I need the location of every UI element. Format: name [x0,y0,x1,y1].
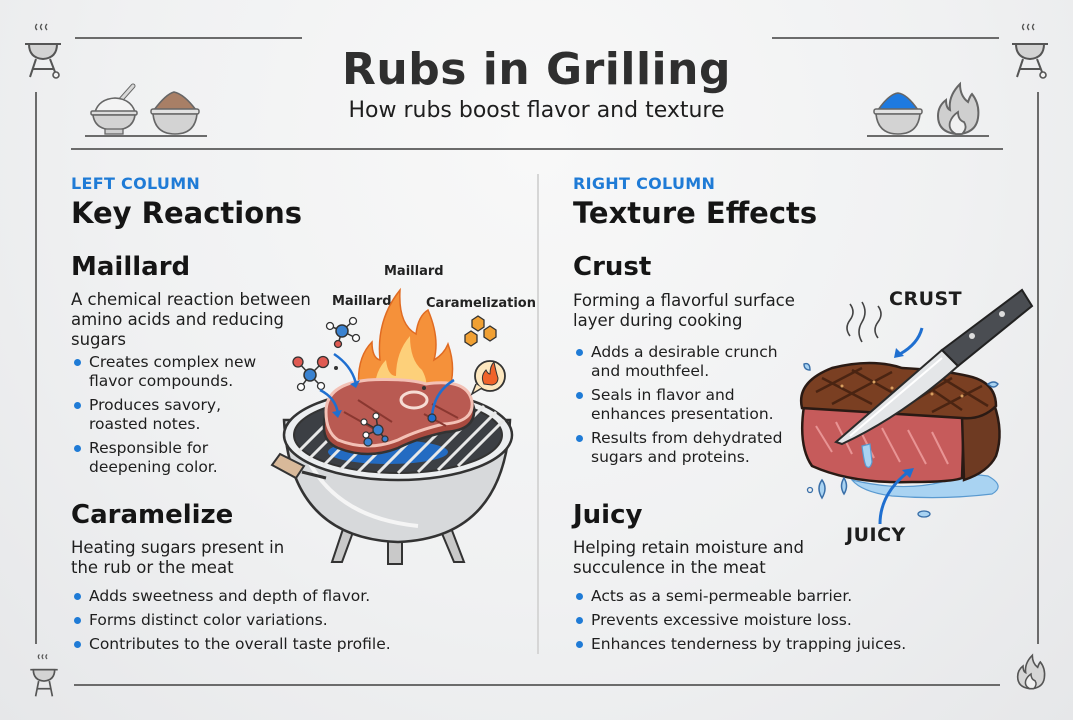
page-subtitle: How rubs boost flavor and texture [348,98,725,123]
column-divider [537,174,539,654]
list-item: Contributes to the overall taste profile… [72,635,412,654]
section-description: Heating sugars present in the rub or the… [71,538,285,577]
section-description: Forming a flavorful surface layer during… [573,291,795,330]
list-item: Enhances tenderness by trapping juices. [574,635,934,654]
page-title: Rubs in Grilling [342,44,731,95]
list-item: Seals in flavor and enhances presentatio… [574,386,794,424]
frame-top-left-rule [75,37,302,39]
illustration-label-caramelization: Caramelization [426,296,536,311]
grill-steak-icon [270,287,514,565]
frame-top-right-rule [772,37,999,39]
frame-right-rule [1037,92,1039,644]
right-column-label: RIGHT COLUMN [573,174,716,193]
sliced-steak-icon [799,288,1034,525]
spice-bowl-icon [150,91,200,135]
list-item: Produces savory, roasted notes. [72,396,272,434]
right-shelf-line [867,135,989,137]
section-title: Maillard [71,252,191,282]
grill-icon [30,653,58,697]
list-item: Responsible for deepening color. [72,439,272,477]
list-item: Acts as a semi-permeable barrier. [574,587,934,606]
list-item: Creates complex new flavor compounds. [72,353,272,391]
bullet-list: Adds a desirable crunch and mouthfeel. S… [574,343,794,472]
illustration-label-maillard-left: Maillard [332,294,392,309]
list-item: Prevents excessive moisture loss. [574,611,934,630]
illustration-label-maillard-top: Maillard [384,264,444,279]
grill-icon [25,23,61,79]
list-item: Adds sweetness and depth of flavor. [72,587,412,606]
illustration-label-crust: CRUST [889,288,963,310]
left-column-heading: Key Reactions [71,196,303,230]
frame-left-rule [35,92,37,644]
list-item: Results from dehydrated sugars and prote… [574,429,794,467]
blue-rub-bowl-icon [873,92,923,135]
flame-icon [1016,653,1046,690]
bullet-list: Creates complex new flavor compounds. Pr… [72,353,272,482]
flame-icon [936,81,980,135]
bullet-list: Adds sweetness and depth of flavor. Form… [72,587,412,659]
frame-header-rule [71,148,1003,150]
section-description: Helping retain moisture and succulence i… [573,538,804,577]
section-title: Juicy [573,500,643,530]
left-column-label: LEFT COLUMN [71,174,201,193]
section-description: A chemical reaction between amino acids … [71,290,311,349]
grill-icon [1012,23,1048,79]
right-column-heading: Texture Effects [573,196,818,230]
list-item: Forms distinct color variations. [72,611,412,630]
salt-bowl-icon [90,83,138,135]
left-shelf-line [85,135,207,137]
illustration-label-juicy: JUICY [846,524,906,546]
section-title: Crust [573,252,652,282]
list-item: Adds a desirable crunch and mouthfeel. [574,343,794,381]
section-title: Caramelize [71,500,234,530]
frame-bottom-rule [74,684,1000,686]
bullet-list: Acts as a semi-permeable barrier. Preven… [574,587,934,659]
